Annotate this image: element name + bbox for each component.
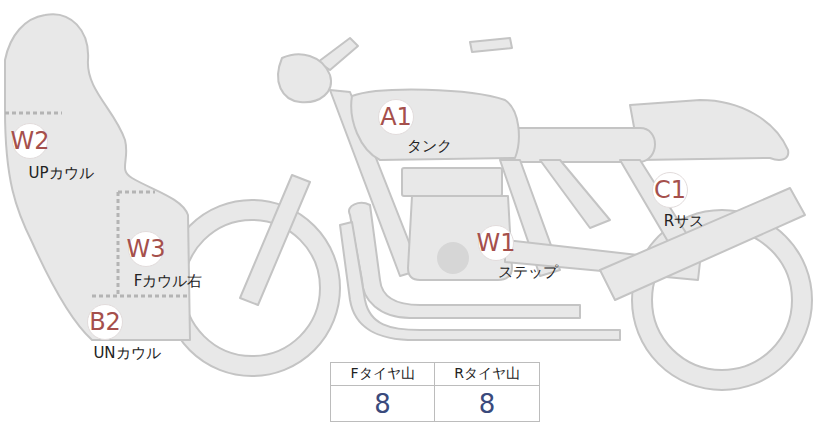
part-name: タンク [407, 138, 452, 155]
callout-circle: A1タンク [378, 99, 414, 135]
callout-circle: W1ステップ [478, 225, 514, 261]
callout-number: B2 [88, 305, 122, 339]
table-value: 8 [435, 386, 539, 421]
callout-circle: W3Fカウル右 [128, 231, 164, 267]
callout-circle: C1Rサス [652, 172, 688, 208]
table-value: 8 [331, 386, 435, 421]
callout-number: A1 [379, 100, 413, 134]
callout-number: W1 [479, 226, 513, 260]
callout-number: W2 [13, 124, 47, 158]
callout-circle: W2UPカウル [12, 123, 48, 159]
callout-number: C1 [653, 173, 687, 207]
part-name: ステップ [498, 264, 558, 281]
part-name: UNカウル [93, 345, 160, 362]
callout-circle: B2UNカウル [87, 304, 123, 340]
table-header: Rタイヤ山 [435, 363, 539, 386]
tire-table: Fタイヤ山Rタイヤ山88 [330, 362, 540, 422]
callout-number: W3 [129, 232, 163, 266]
part-name: UPカウル [28, 165, 93, 182]
table-header: Fタイヤ山 [331, 363, 435, 386]
part-name: Fカウル右 [134, 273, 203, 290]
part-name: Rサス [664, 213, 704, 230]
